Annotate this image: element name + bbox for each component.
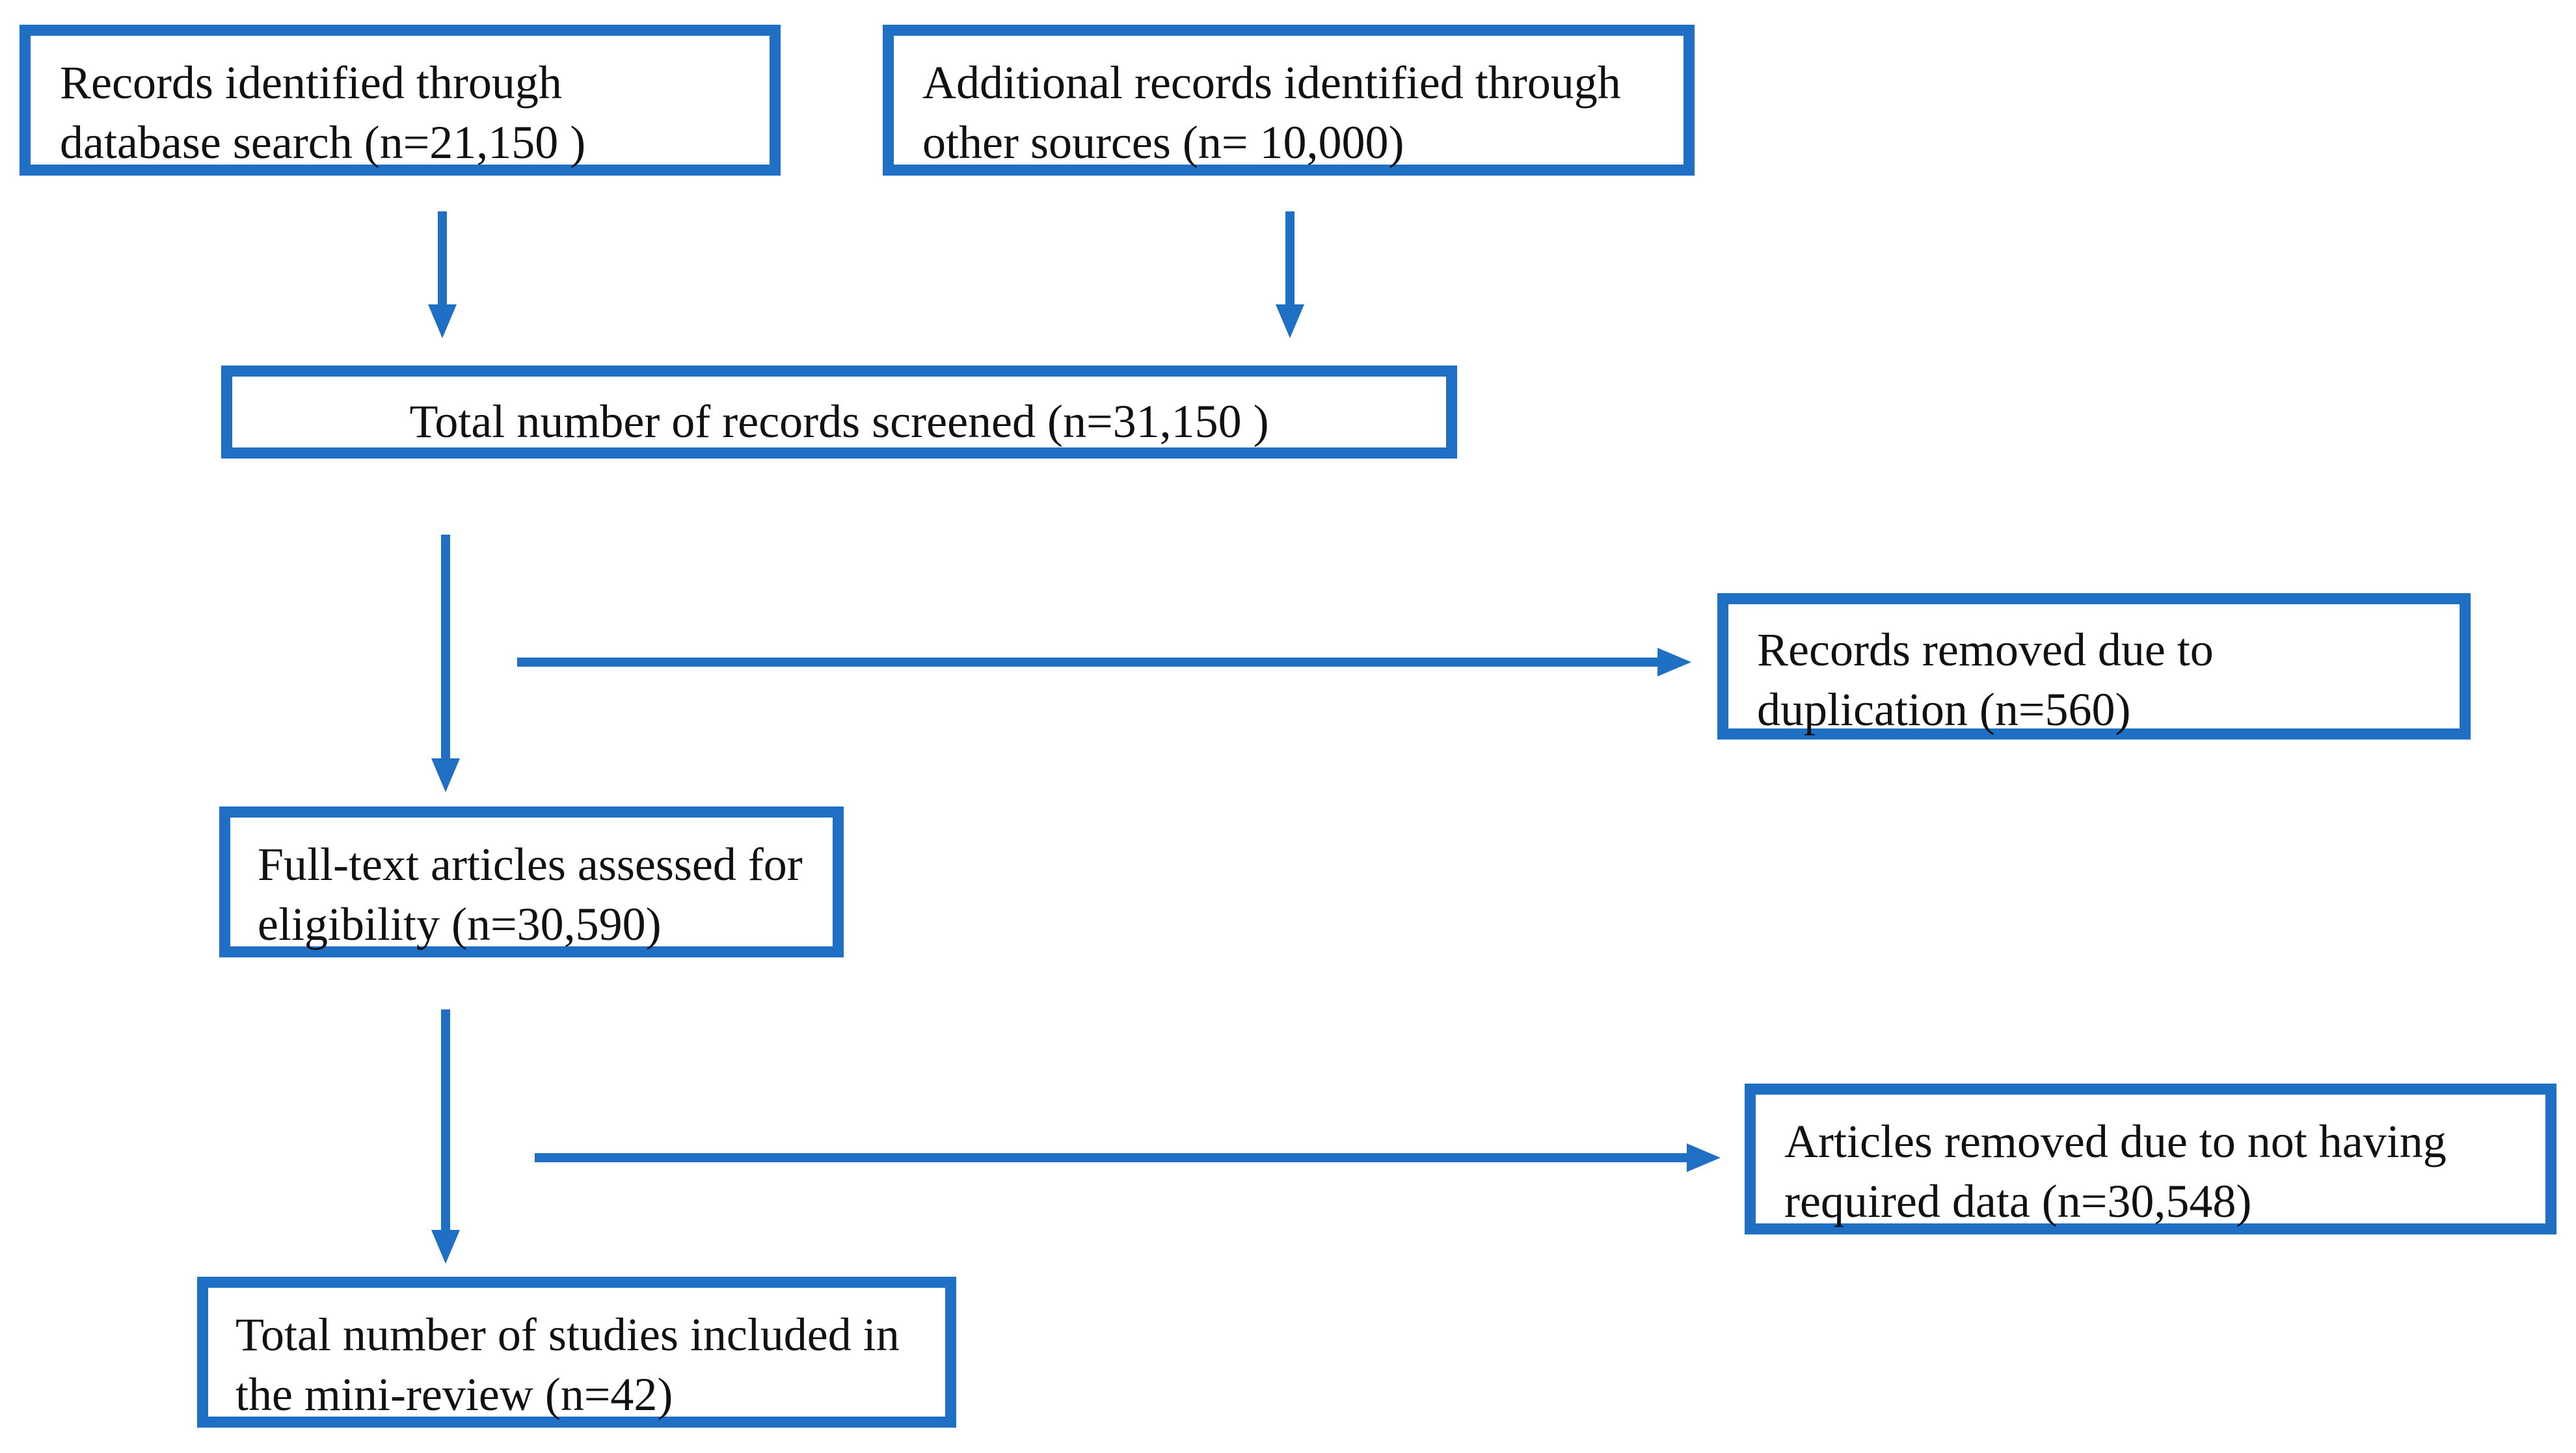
database-search-line-2: database search (n=21,150 )	[60, 116, 586, 168]
arrowhead-down-2	[1276, 304, 1304, 338]
studies-included-line-1: Total number of studies included in	[235, 1309, 900, 1361]
arrowhead-down-1	[428, 304, 457, 338]
arrowhead-down-3	[431, 758, 460, 792]
articles-removed-box: Articles removed due to not having requi…	[1745, 1084, 2556, 1234]
full-text-assessed-line-1: Full-text articles assessed for	[258, 838, 803, 890]
studies-included-box: Total number of studies included in the …	[197, 1277, 956, 1428]
articles-removed-line-2: required data (n=30,548)	[1784, 1175, 2252, 1227]
full-text-assessed-box: Full-text articles assessed for eligibil…	[219, 806, 844, 957]
other-sources-line-2: other sources (n= 10,000)	[922, 116, 1404, 168]
arrowhead-down-4	[431, 1230, 460, 1264]
duplicates-removed-box: Records removed due to duplication (n=56…	[1717, 593, 2471, 740]
records-screened-box: Total number of records screened (n=31,1…	[221, 366, 1457, 459]
other-sources-line-1: Additional records identified through	[922, 57, 1621, 109]
database-search-line-1: Records identified through	[60, 57, 562, 109]
studies-included-line-2: the mini-review (n=42)	[235, 1368, 673, 1420]
database-search-box: Records identified through database sear…	[20, 25, 781, 176]
duplicates-removed-line-2: duplication (n=560)	[1757, 684, 2131, 736]
arrowhead-right-1	[1657, 648, 1691, 676]
records-screened-line-1: Total number of records screened (n=31,1…	[409, 395, 1269, 447]
duplicates-removed-line-1: Records removed due to	[1757, 624, 2214, 676]
arrowhead-right-2	[1687, 1143, 1721, 1172]
articles-removed-line-1: Articles removed due to not having	[1784, 1115, 2447, 1167]
full-text-assessed-line-2: eligibility (n=30,590)	[258, 898, 662, 950]
other-sources-box: Additional records identified through ot…	[883, 25, 1695, 176]
